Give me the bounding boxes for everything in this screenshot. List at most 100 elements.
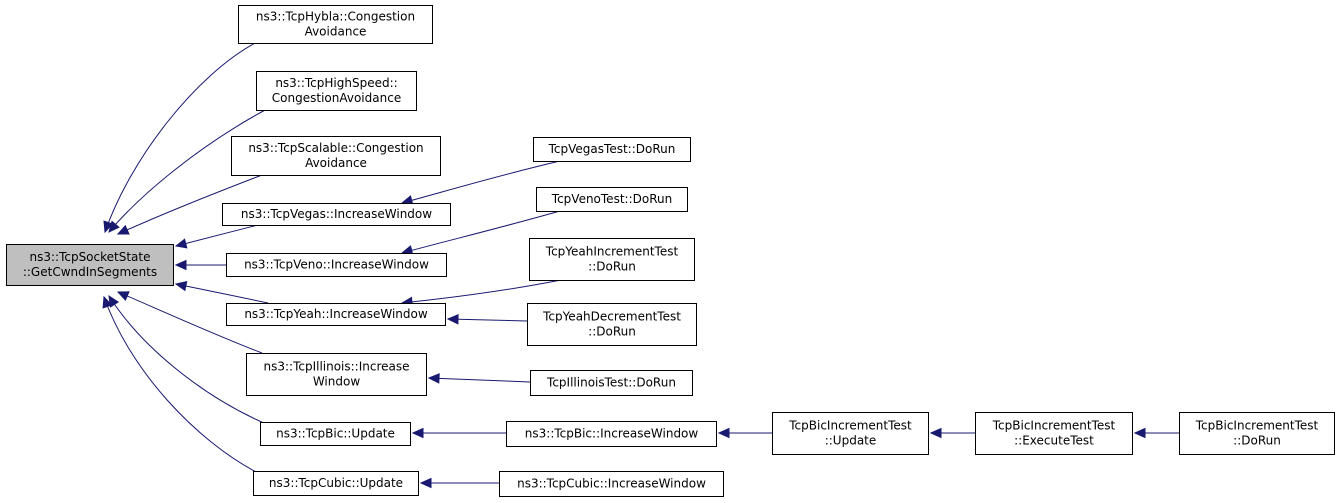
arrowhead — [103, 220, 114, 234]
arrowhead — [108, 220, 120, 233]
node-label-line: ns3::TcpScalable::Congestion — [248, 141, 423, 155]
arrowhead — [717, 427, 730, 439]
edge-line — [108, 108, 268, 233]
node-box — [533, 137, 691, 162]
node-tcpyeahdecrementtest-dorun[interactable]: TcpYeahDecrementTest::DoRun — [527, 303, 697, 346]
edge-line — [175, 283, 269, 304]
node-tcphighspeed-congestionavoidance[interactable]: ns3::TcpHighSpeed::CongestionAvoidance — [256, 71, 417, 111]
node-tcpbicincrementtest-update[interactable]: TcpBicIncrementTest::Update — [772, 412, 929, 455]
arrowhead — [427, 373, 440, 384]
node-label-line: CongestionAvoidance — [272, 91, 401, 105]
node-label-line: ns3::TcpYeah::IncreaseWindow — [244, 307, 428, 321]
node-label-line: TcpVegasTest::DoRun — [548, 142, 676, 156]
edge-tcpbicincrementtest-dorun-to-tcpbicincrementtest-executetest — [1133, 427, 1179, 439]
node-tcpveno-increasewindow[interactable]: ns3::TcpVeno::IncreaseWindow — [226, 253, 447, 277]
node-label-line: TcpIllinoisTest::DoRun — [546, 376, 676, 390]
node-box — [530, 370, 693, 396]
edge-line — [117, 291, 263, 354]
node-box — [260, 422, 411, 446]
arrowhead — [929, 427, 942, 439]
node-label-line: ns3::TcpCubic::Update — [269, 476, 403, 490]
node-box — [772, 412, 929, 455]
node-box — [226, 253, 447, 277]
node-box — [253, 471, 419, 496]
node-tcpillinois-increasewindow[interactable]: ns3::TcpIllinois::IncreaseWindow — [246, 353, 427, 396]
node-tcpscalable-congestionavoidance[interactable]: ns3::TcpScalable::CongestionAvoidance — [231, 136, 441, 176]
node-box — [226, 303, 446, 326]
edge-tcpbic-increasewindow-to-tcpbic-update — [411, 427, 506, 439]
edge-line — [428, 377, 531, 383]
node-box — [238, 5, 433, 44]
node-tcphybla-congestionavoidance[interactable]: ns3::TcpHybla::CongestionAvoidance — [238, 5, 433, 44]
node-label-line: ns3::TcpBic::IncreaseWindow — [525, 427, 699, 441]
node-tcpcubic-increasewindow[interactable]: ns3::TcpCubic::IncreaseWindow — [499, 471, 724, 497]
node-box — [529, 238, 695, 281]
arrowhead — [174, 280, 188, 292]
node-label-line: ::GetCwndInSegments — [23, 265, 157, 279]
node-label-line: ::DoRun — [1233, 434, 1281, 448]
node-box — [536, 187, 688, 212]
node-label-line: TcpYeahDecrementTest — [542, 310, 681, 324]
node-box — [231, 136, 441, 176]
node-box — [499, 471, 724, 497]
edge-line — [447, 318, 528, 322]
node-label-line: TcpYeahIncrementTest — [545, 245, 679, 259]
edge-tcpvegas-increasewindow-to-tcpsocketstate-getcwndinsegments — [174, 224, 259, 249]
node-tcpbic-increasewindow[interactable]: ns3::TcpBic::IncreaseWindow — [506, 421, 717, 447]
node-label-line: Avoidance — [305, 25, 367, 39]
node-box — [6, 244, 174, 286]
node-tcpvegastest-dorun[interactable]: TcpVegasTest::DoRun — [533, 137, 691, 162]
arrowhead — [102, 295, 113, 309]
edge-tcpyeahincrementtest-dorun-to-tcpyeah-increasewindow — [400, 279, 562, 308]
node-box — [256, 71, 417, 111]
node-box — [506, 421, 717, 447]
node-box — [1179, 412, 1335, 455]
node-tcpillinoistest-dorun[interactable]: TcpIllinoisTest::DoRun — [530, 370, 693, 396]
node-label-line: ns3::TcpBic::Update — [276, 427, 395, 441]
edge-tcpbicincrementtest-update-to-tcpbic-increasewindow — [717, 427, 772, 439]
node-tcpcubic-update[interactable]: ns3::TcpCubic::Update — [253, 471, 419, 496]
node-label-line: ::DoRun — [588, 260, 636, 274]
edge-tcpcubic-update-to-tcpsocketstate-getcwndinsegments — [102, 295, 259, 474]
edge-tcphybla-congestionavoidance-to-tcpsocketstate-getcwndinsegments — [103, 41, 258, 234]
node-label-line: ns3::TcpHybla::Congestion — [256, 10, 415, 24]
edges-layer — [102, 41, 1179, 489]
node-box — [222, 203, 451, 226]
edge-line — [401, 210, 561, 254]
edge-tcpvegastest-dorun-to-tcpvegas-increasewindow — [400, 160, 561, 206]
edge-tcpcubic-increasewindow-to-tcpcubic-update — [419, 477, 499, 489]
node-label-line: ns3::TcpVeno::IncreaseWindow — [244, 258, 429, 272]
node-label-line: ns3::TcpHighSpeed:: — [275, 76, 397, 90]
node-box — [527, 303, 697, 346]
arrowhead — [116, 224, 130, 235]
node-tcpvegas-increasewindow[interactable]: ns3::TcpVegas::IncreaseWindow — [222, 203, 451, 226]
node-tcpyeahincrementtest-dorun[interactable]: TcpYeahIncrementTest::DoRun — [529, 238, 695, 281]
node-box — [975, 412, 1133, 455]
node-label-line: TcpBicIncrementTest — [992, 419, 1116, 433]
edge-tcphighspeed-congestionavoidance-to-tcpsocketstate-getcwndinsegments — [108, 108, 268, 233]
node-tcpbicincrementtest-executetest[interactable]: TcpBicIncrementTest::ExecuteTest — [975, 412, 1133, 455]
edge-tcpscalable-congestionavoidance-to-tcpsocketstate-getcwndinsegments — [116, 174, 263, 235]
edge-tcpveno-increasewindow-to-tcpsocketstate-getcwndinsegments — [174, 259, 226, 271]
node-label-line: TcpVenoTest::DoRun — [551, 192, 672, 206]
edge-line — [104, 41, 258, 233]
node-tcpvenotest-dorun[interactable]: TcpVenoTest::DoRun — [536, 187, 688, 212]
edge-tcpbicincrementtest-executetest-to-tcpbicincrementtest-update — [929, 427, 975, 439]
edge-tcpillinoistest-dorun-to-tcpillinois-increasewindow — [427, 373, 531, 384]
edge-tcpyeahdecrementtest-dorun-to-tcpyeah-increasewindow — [446, 314, 528, 325]
node-label-line: Window — [313, 375, 361, 389]
arrowhead — [411, 427, 424, 439]
node-tcpbic-update[interactable]: ns3::TcpBic::Update — [260, 422, 411, 446]
nodes-layer: ns3::TcpSocketState::GetCwndInSegmentsns… — [6, 5, 1335, 497]
edge-line — [175, 224, 259, 247]
node-label-line: ns3::TcpCubic::IncreaseWindow — [517, 477, 706, 491]
node-label-line: ::ExecuteTest — [1014, 434, 1094, 448]
arrowhead — [446, 314, 459, 325]
node-label-line: ns3::TcpVegas::IncreaseWindow — [241, 207, 432, 221]
node-label-line: TcpBicIncrementTest — [788, 419, 912, 433]
node-tcpyeah-increasewindow[interactable]: ns3::TcpYeah::IncreaseWindow — [226, 303, 446, 326]
node-tcpbicincrementtest-dorun[interactable]: TcpBicIncrementTest::DoRun — [1179, 412, 1335, 455]
node-tcpsocketstate-getcwndinsegments[interactable]: ns3::TcpSocketState::GetCwndInSegments — [6, 244, 174, 286]
arrowhead — [1133, 427, 1146, 439]
